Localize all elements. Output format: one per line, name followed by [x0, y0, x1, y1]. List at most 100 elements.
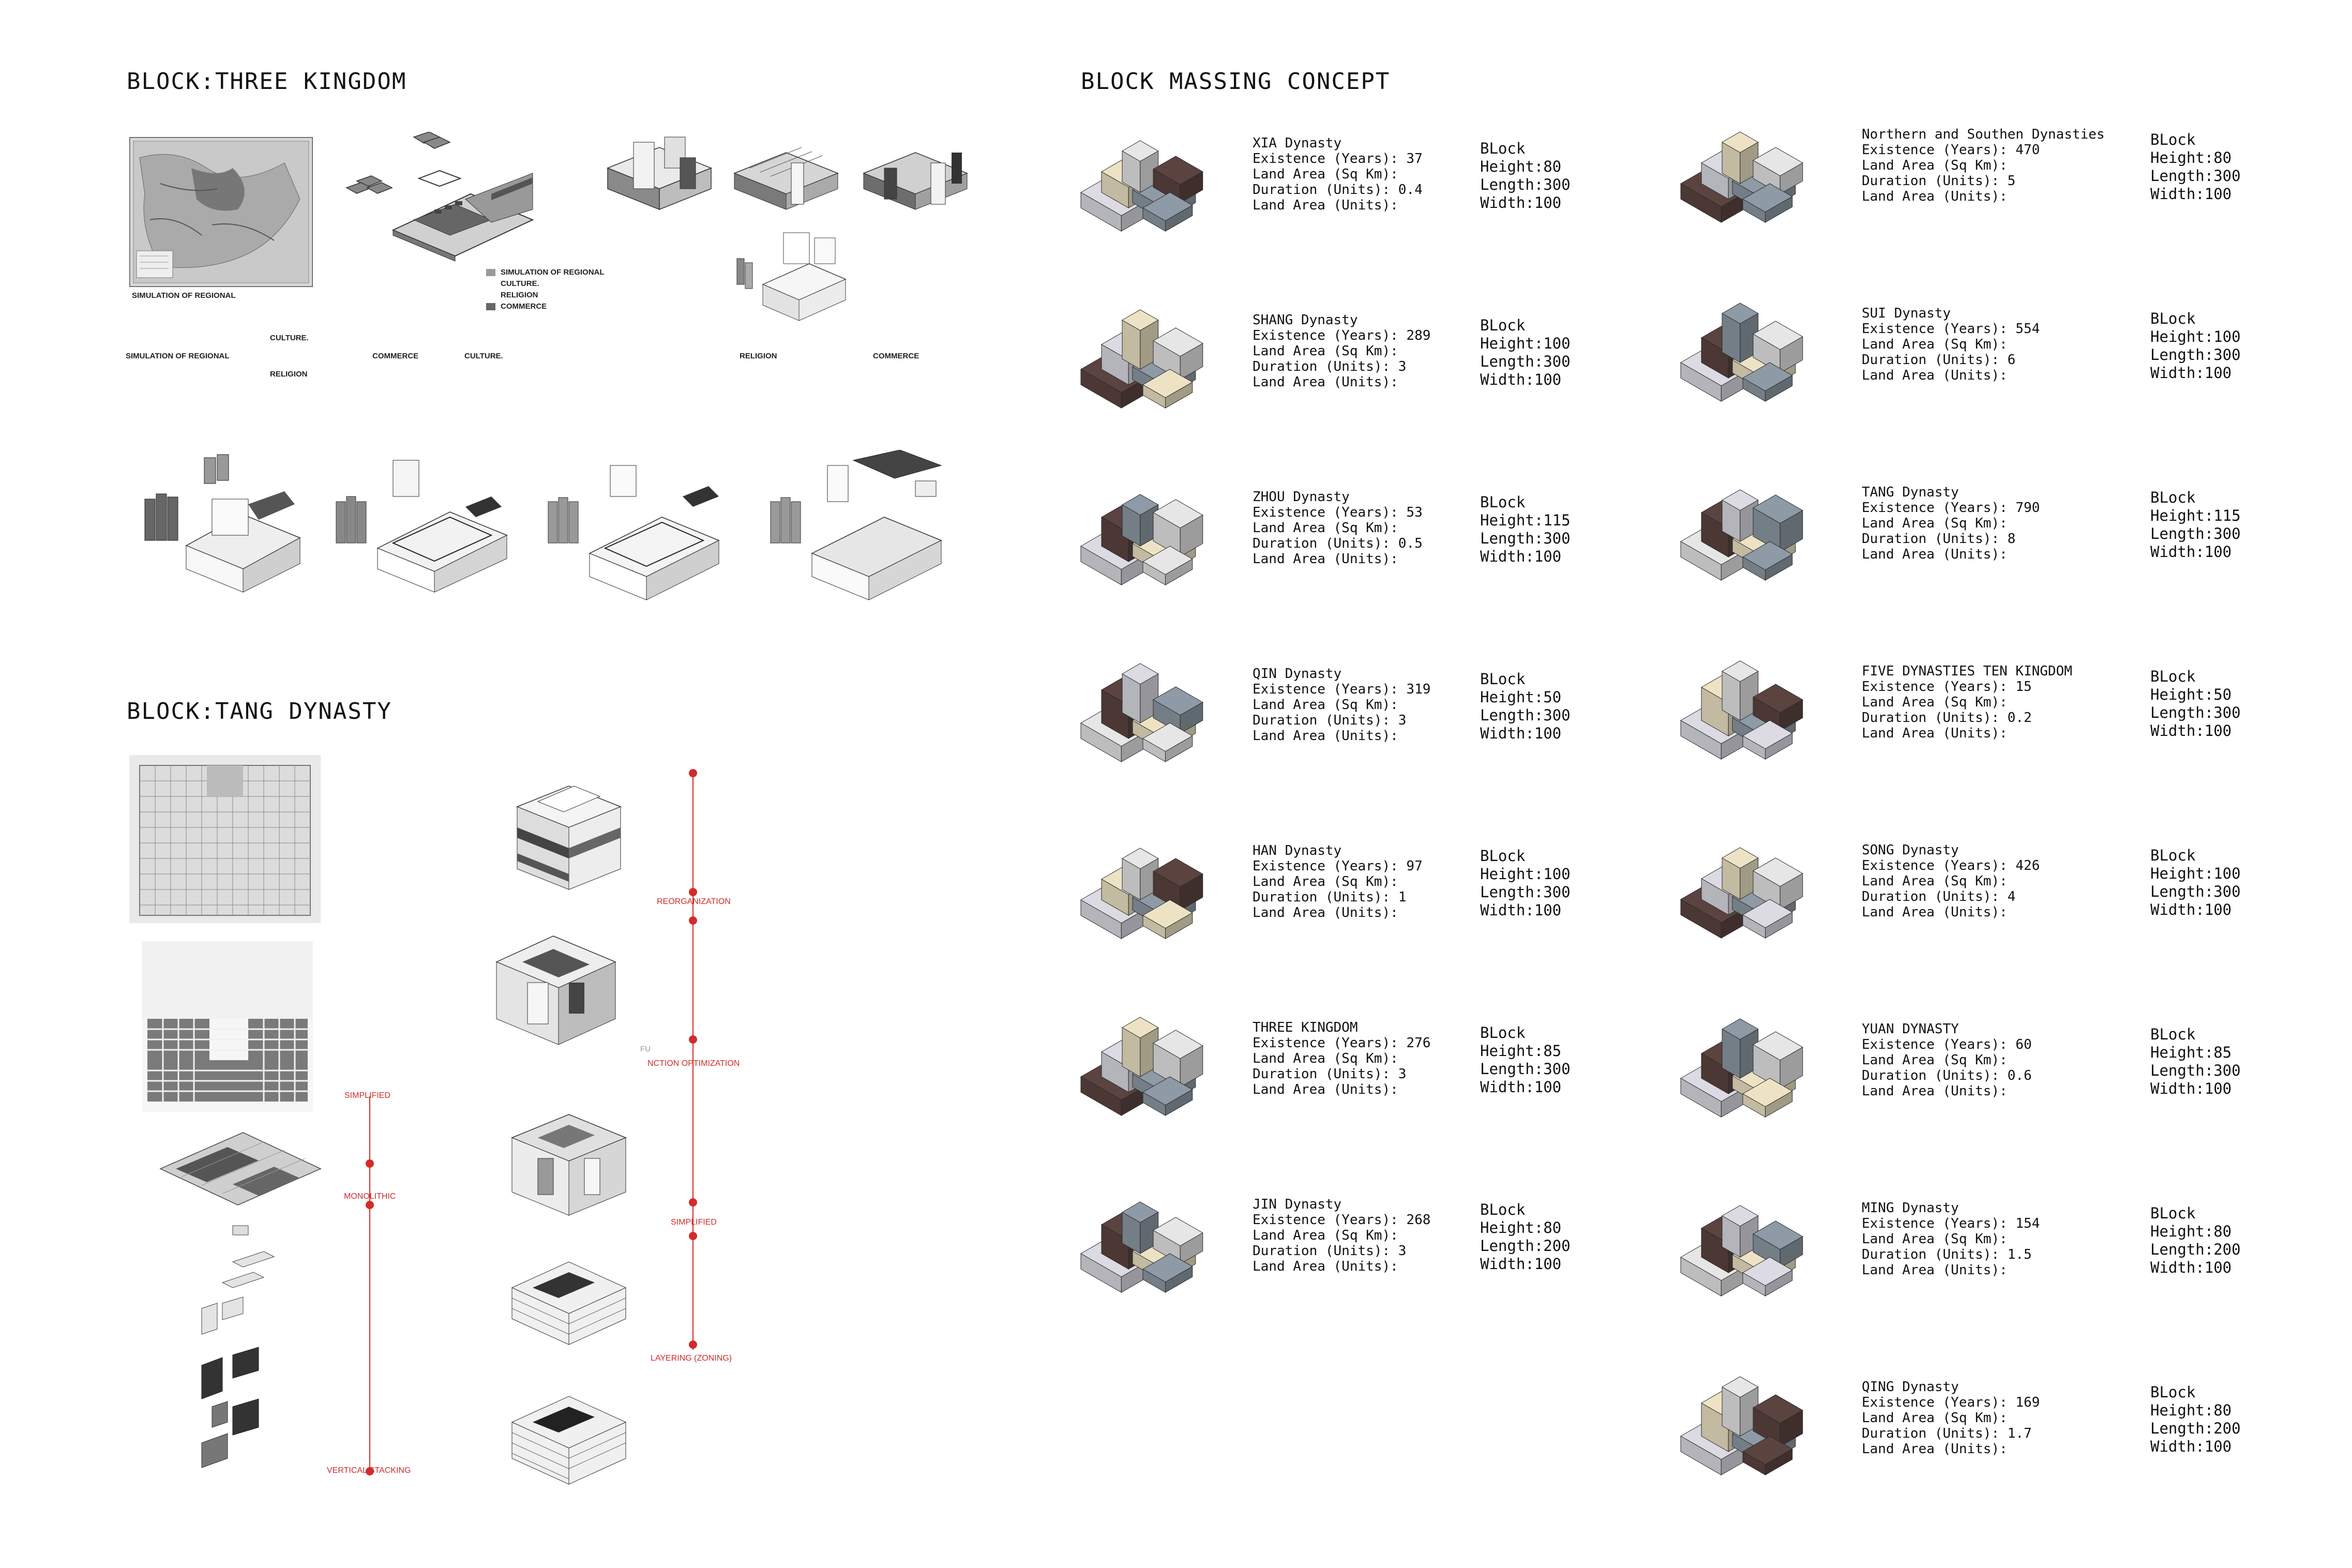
- land-area-units: Land Area (Units):: [1862, 1083, 2032, 1099]
- block-height: Height:100: [1480, 335, 1571, 353]
- three-kingdom-iso-commerce: [858, 132, 975, 215]
- label-reorganization: REORGANIZATION: [657, 897, 731, 907]
- block-width: Width:100: [1480, 371, 1571, 389]
- block-label: BLock: [2150, 1204, 2241, 1223]
- duration-units: Duration (Units): 0.6: [1862, 1068, 2032, 1083]
- massing-model-left-1: [1071, 307, 1220, 428]
- duration-units: Duration (Units): 0.2: [1862, 710, 2072, 726]
- dynasty-name: SONG Dynasty: [1862, 842, 2040, 858]
- block-label: BLock: [2150, 1383, 2241, 1401]
- tang-model-5: [507, 1376, 631, 1495]
- dynasty-name: QIN Dynasty: [1253, 666, 1430, 682]
- massing-model-right-2: [1670, 479, 1820, 600]
- block-width: Width:100: [1480, 901, 1571, 919]
- land-area-units: Land Area (Units):: [1862, 1262, 2040, 1278]
- tang-exploded-blocks: [191, 1252, 295, 1474]
- block-width: Width:100: [1480, 725, 1571, 743]
- block-width: Width:100: [1480, 548, 1571, 566]
- duration-units: Duration (Units): 8: [1862, 531, 2040, 547]
- dynasty-name: MING Dynasty: [1862, 1200, 2040, 1216]
- land-area-sqkm: Land Area (Sq Km):: [1253, 167, 1423, 182]
- tang-city-map-image: [129, 755, 321, 923]
- three-kingdom-building-2: [331, 450, 512, 600]
- block-label: BLock: [2150, 310, 2241, 328]
- block-label: BLock: [1480, 670, 1571, 688]
- block-label: BLock: [1480, 1024, 1571, 1042]
- culture-label-mid: CULTURE.: [270, 334, 309, 342]
- land-area-sqkm: Land Area (Sq Km):: [1862, 516, 2040, 531]
- block-label: BLock: [1480, 493, 1571, 511]
- land-area-sqkm: Land Area (Sq Km):: [1862, 1231, 2040, 1247]
- block-width: Width:100: [2150, 722, 2241, 740]
- block-label: BLock: [1480, 847, 1571, 865]
- label-simplified-left: SIMPLIFIED: [344, 1091, 390, 1100]
- block-label: BLock: [2150, 668, 2241, 686]
- dynasty-name: HAN Dynasty: [1253, 843, 1423, 858]
- commerce-label-a: COMMERCE: [372, 352, 418, 360]
- land-area-units: Land Area (Units):: [1253, 1259, 1430, 1274]
- land-area-units: Land Area (Units):: [1862, 368, 2040, 383]
- simulation-label-left: SIMULATION OF REGIONAL: [126, 352, 230, 360]
- block-width: Width:100: [2150, 364, 2241, 382]
- duration-units: Duration (Units): 0.5: [1253, 536, 1423, 551]
- massing-model-left-6: [1071, 1192, 1220, 1313]
- block-width: Width:100: [1480, 194, 1571, 212]
- tang-grid-plan: [142, 941, 313, 1112]
- block-height: Height:50: [2150, 686, 2241, 704]
- culture-label-b: CULTURE.: [464, 352, 503, 360]
- land-area-sqkm: Land Area (Sq Km):: [1253, 343, 1430, 359]
- block-label: BLock: [1480, 1201, 1571, 1219]
- block-length: Length:300: [1480, 706, 1571, 725]
- block-length: Length:300: [1480, 883, 1571, 901]
- tang-iso-grid: [155, 1127, 326, 1241]
- three-kingdom-iso-religion: [729, 132, 846, 215]
- land-area-sqkm: Land Area (Sq Km):: [1253, 1051, 1430, 1066]
- legend-culture: CULTURE.: [501, 279, 539, 288]
- massing-model-right-6: [1670, 1195, 1820, 1316]
- three-kingdom-exploded-site: [336, 132, 543, 282]
- existence-years: Existence (Years): 289: [1253, 328, 1430, 343]
- block-length: Length:300: [1480, 353, 1571, 371]
- tang-model-2: [491, 926, 626, 1065]
- block-height: Height:115: [2150, 507, 2241, 525]
- existence-years: Existence (Years): 790: [1862, 500, 2040, 516]
- dynasty-name: TANG Dynasty: [1862, 485, 2040, 500]
- massing-model-right-5: [1670, 1016, 1820, 1137]
- three-kingdom-building-1: [140, 447, 310, 597]
- block-length: Length:300: [2150, 1062, 2241, 1080]
- land-area-units: Land Area (Units):: [1862, 1441, 2040, 1457]
- existence-years: Existence (Years): 97: [1253, 858, 1423, 874]
- massing-model-right-4: [1670, 837, 1820, 958]
- massing-model-right-1: [1670, 300, 1820, 421]
- block-length: Length:300: [1480, 530, 1571, 548]
- existence-years: Existence (Years): 15: [1862, 679, 2072, 695]
- block-width: Width:100: [2150, 185, 2241, 203]
- duration-units: Duration (Units): 3: [1253, 1066, 1430, 1082]
- block-height: Height:80: [2150, 1223, 2241, 1241]
- block-width: Width:100: [2150, 901, 2241, 919]
- legend-simulation: SIMULATION OF REGIONAL: [486, 268, 605, 277]
- block-length: Length:300: [2150, 346, 2241, 364]
- land-area-units: Land Area (Units):: [1253, 551, 1423, 567]
- duration-units: Duration (Units): 5: [1862, 173, 2105, 189]
- tang-model-4: [507, 1241, 631, 1360]
- tang-timeline-left: [362, 1096, 378, 1479]
- religion-label-mid: RELIGION: [270, 370, 308, 379]
- duration-units: Duration (Units): 0.4: [1253, 182, 1423, 198]
